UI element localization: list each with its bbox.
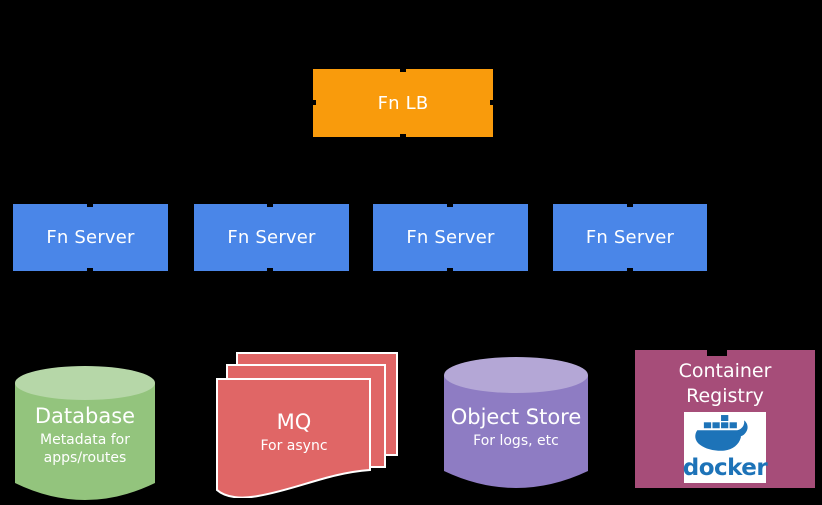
database-subtitle: Metadata for apps/routes	[40, 432, 130, 467]
connector-stub	[87, 204, 93, 207]
node-fn-lb: Fn LB	[313, 69, 493, 137]
cylinder-body	[15, 383, 155, 500]
object-store-text: Object Store For logs, etc	[442, 405, 590, 450]
connector-stub	[313, 100, 316, 105]
fn-server-label: Fn Server	[585, 227, 675, 248]
fn-server-label: Fn Server	[406, 227, 495, 248]
node-fn-server-3: Fn Server	[373, 204, 528, 271]
docker-logo: docker	[682, 412, 768, 483]
mq-stack-icon	[216, 352, 398, 498]
connector-stub	[490, 100, 493, 105]
fn-lb-label: Fn LB	[377, 92, 429, 114]
database-title: Database	[34, 404, 136, 428]
connector-stub	[447, 268, 453, 271]
connector-stub	[400, 134, 406, 137]
database-cylinder-icon	[15, 366, 155, 500]
docker-wordmark: docker	[682, 455, 768, 481]
mq-text: MQ For async	[216, 410, 372, 454]
database-text: Database Metadata for apps/routes	[13, 404, 157, 467]
fn-server-label: Fn Server	[46, 227, 135, 248]
cylinder-body	[444, 375, 588, 488]
object-store-subtitle: For logs, etc	[473, 433, 559, 449]
connector-stub	[87, 268, 93, 271]
fn-server-label: Fn Server	[227, 227, 316, 248]
cylinder-top	[444, 357, 588, 393]
node-fn-server-1: Fn Server	[13, 204, 168, 271]
node-fn-server-2: Fn Server	[194, 204, 349, 271]
mq-title: MQ	[276, 410, 312, 434]
node-object-store: Object Store For logs, etc	[442, 355, 590, 493]
connector-stub	[447, 204, 453, 207]
mq-subtitle: For async	[260, 438, 328, 454]
connector-stub	[707, 350, 727, 356]
node-container-registry: Container Registry docker	[635, 350, 815, 488]
object-store-cylinder-icon	[444, 357, 588, 488]
connector-stub	[267, 268, 273, 271]
cylinder-top	[15, 366, 155, 400]
connector-stub	[627, 204, 633, 207]
node-fn-server-4: Fn Server	[553, 204, 707, 271]
node-mq: MQ For async	[216, 352, 398, 498]
container-registry-title: Container Registry	[678, 360, 772, 408]
connector-stub	[627, 268, 633, 271]
mq-sheet-front	[216, 378, 371, 498]
docker-whale-icon	[695, 415, 748, 451]
object-store-title: Object Store	[450, 405, 582, 429]
connector-stub	[267, 204, 273, 207]
node-database: Database Metadata for apps/routes	[13, 364, 157, 504]
connector-stub	[400, 69, 406, 72]
